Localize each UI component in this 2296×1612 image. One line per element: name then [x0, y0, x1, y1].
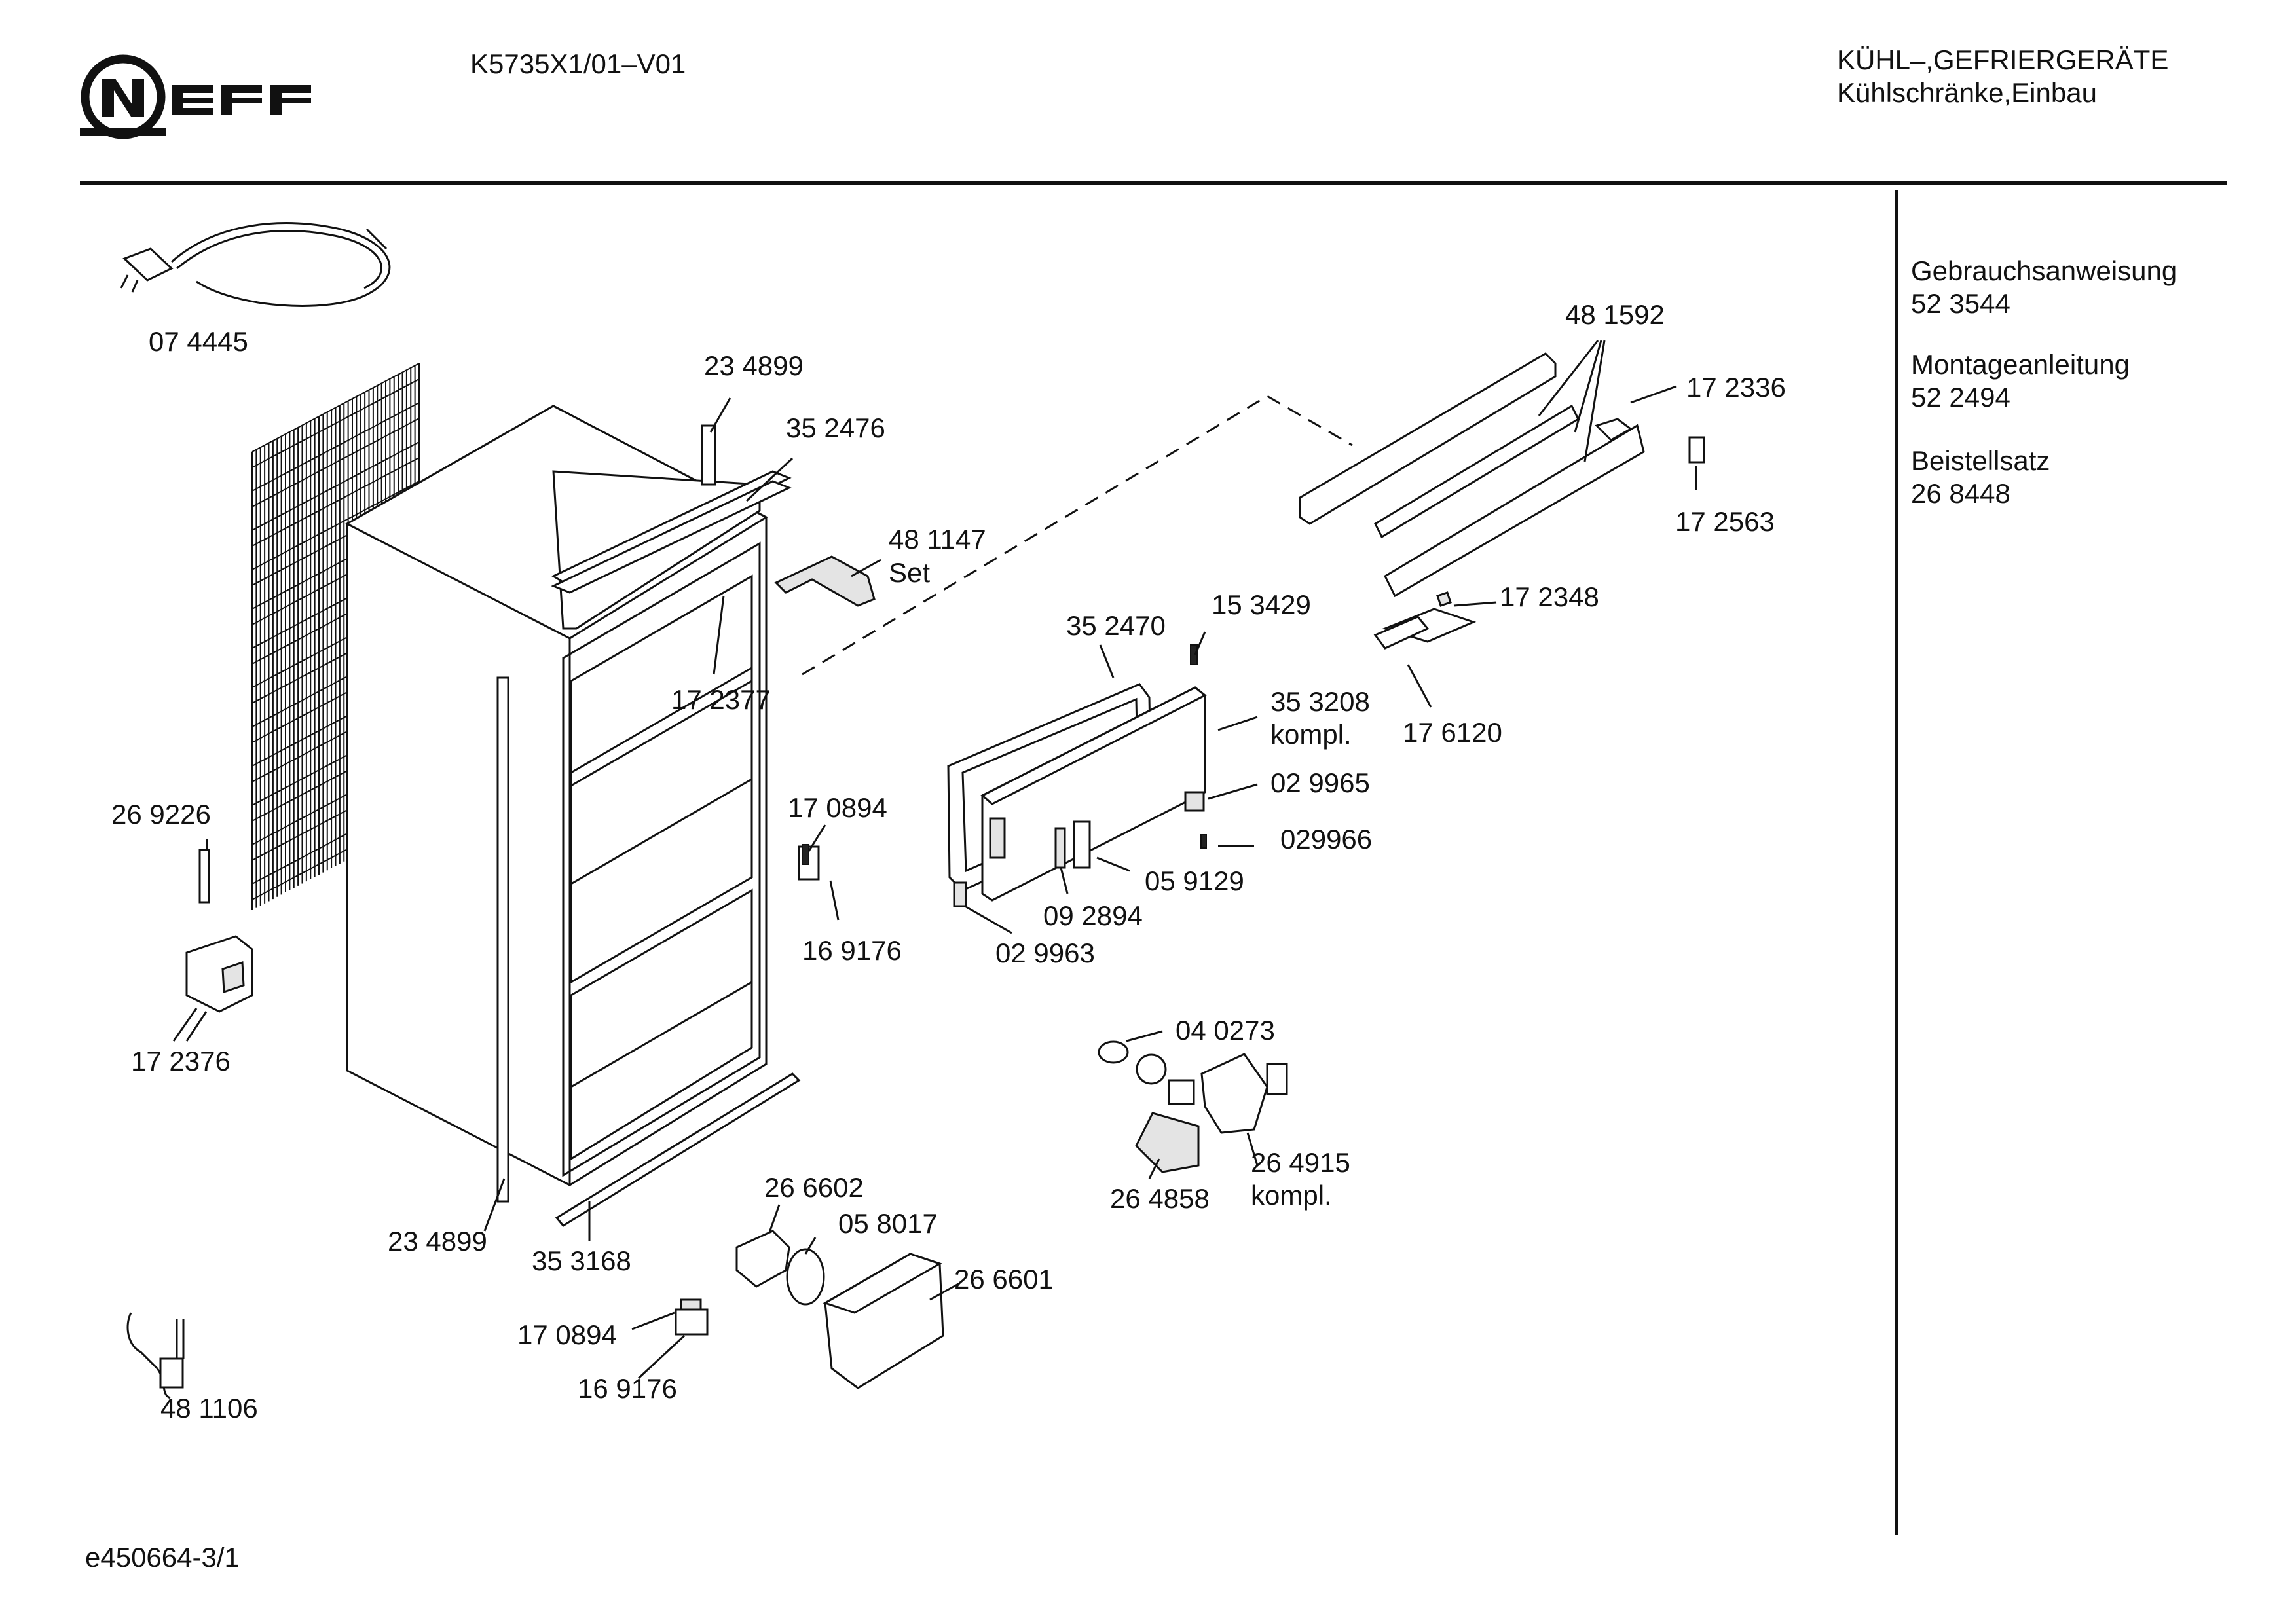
part-label: 15 3429: [1212, 589, 1311, 620]
part-label: 26 9226: [111, 799, 211, 830]
lamp-part: [1098, 1040, 1288, 1173]
part-note: kompl.: [1251, 1180, 1332, 1211]
part-note: kompl.: [1270, 719, 1352, 750]
screw-part: [1190, 644, 1198, 665]
part-label: 35 3168: [532, 1245, 631, 1276]
drawing-code: e450664-3/1: [85, 1542, 240, 1573]
part-label: 23 4899: [388, 1226, 487, 1256]
neff-logo: [77, 51, 352, 143]
document-number: 52 3544: [1911, 288, 2010, 319]
part-label: 16 9176: [578, 1373, 677, 1404]
part-label: 17 2376: [131, 1046, 231, 1076]
hinge-part: [774, 555, 876, 607]
part-label: 07 4445: [149, 326, 248, 357]
part-label: 04 0273: [1176, 1015, 1275, 1046]
part-label: 26 6602: [764, 1172, 864, 1203]
part-label: 029966: [1280, 824, 1373, 854]
part-label: 16 9176: [802, 935, 902, 966]
part-label: 17 6120: [1403, 717, 1502, 748]
part-label: 17 2377: [671, 684, 771, 715]
part-label: 17 2348: [1500, 581, 1599, 612]
wire-harness-part: [126, 1312, 185, 1399]
door-part: [947, 683, 1207, 907]
part-label: 17 2336: [1686, 372, 1786, 403]
part-label: 35 3208: [1270, 686, 1370, 717]
part-label: 48 1106: [160, 1393, 258, 1423]
document-title: Beistellsatz: [1911, 445, 2050, 476]
document-number: 52 2494: [1911, 382, 2010, 412]
category-subtitle: Kühlschränke,Einbau: [1837, 77, 2097, 108]
header-divider: [80, 181, 2227, 185]
category-title: KÜHL–,GEFRIERGERÄTE: [1837, 45, 2169, 75]
model-number: K5735X1/01–V01: [470, 48, 686, 79]
side-panel-divider: [1895, 190, 1898, 1535]
part-label: 09 2894: [1043, 900, 1143, 931]
part-label: 23 4899: [704, 350, 804, 381]
part-note: Set: [889, 557, 931, 588]
part-label: 35 2476: [786, 412, 885, 443]
part-label: 02 9965: [1270, 767, 1370, 798]
part-label: 17 0894: [517, 1319, 617, 1350]
part-label: 26 4858: [1110, 1183, 1210, 1214]
document-number: 26 8448: [1911, 478, 2010, 509]
part-label: 26 4915: [1251, 1147, 1350, 1178]
plinth-part: [555, 1072, 801, 1227]
part-label: 48 1147: [889, 524, 986, 555]
power-cord-part: [120, 222, 391, 307]
trim-rail-part: [1299, 352, 1705, 650]
document-title: Gebrauchsanweisung: [1911, 255, 2177, 286]
leader-lines: [172, 340, 1697, 1380]
part-label: 05 8017: [838, 1208, 938, 1239]
thermostat-part: [675, 1230, 944, 1389]
top-rail-part: [551, 424, 792, 594]
relay-part: [185, 844, 820, 1013]
clip-part: [1184, 791, 1207, 849]
part-label: 05 9129: [1145, 866, 1244, 896]
part-label: 02 9963: [995, 938, 1095, 968]
part-label: 17 2563: [1675, 506, 1775, 537]
part-label: 35 2470: [1066, 610, 1166, 641]
part-label: 17 0894: [788, 792, 887, 823]
part-label: 26 6601: [954, 1264, 1054, 1294]
part-label: 48 1592: [1565, 299, 1665, 330]
document-title: Montageanleitung: [1911, 349, 2130, 380]
